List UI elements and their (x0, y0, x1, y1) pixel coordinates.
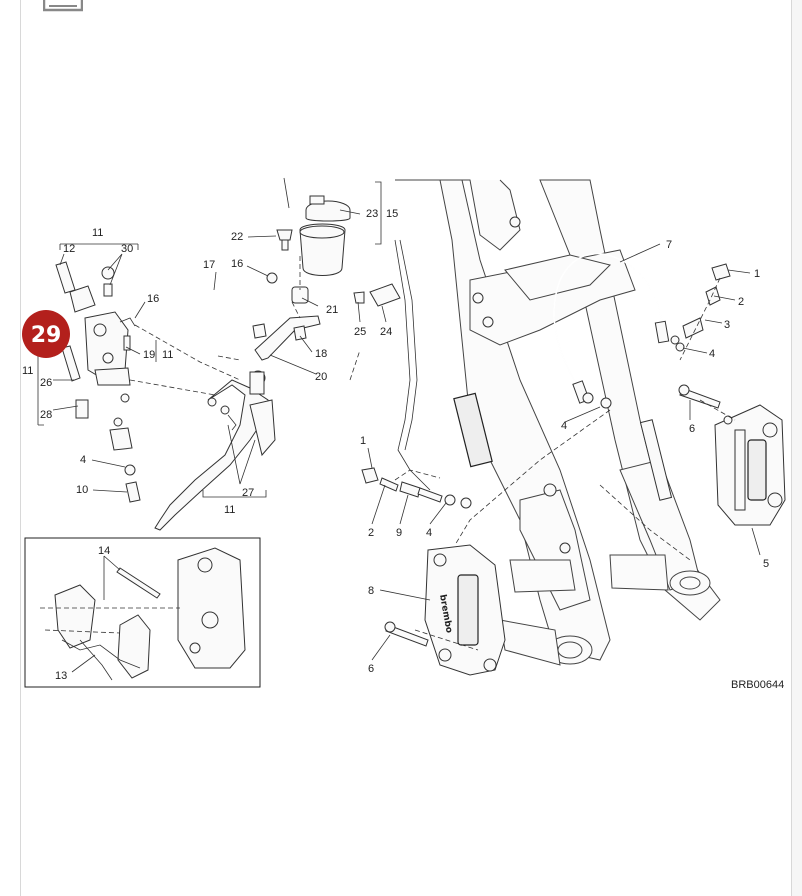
reservoir-assembly (205, 177, 401, 361)
callout-25: 25 (354, 326, 366, 338)
page-frame (20, 0, 792, 896)
callout-4: 4 (426, 527, 432, 539)
left-brake-caliper: brembo (361, 467, 506, 676)
callout-19: 19 (143, 349, 155, 361)
callout-16: 16 (147, 293, 159, 305)
callout-5: 5 (763, 558, 769, 570)
callout-22: 22 (231, 231, 243, 243)
right-brake-caliper (678, 263, 786, 526)
callout-11: 11 (92, 227, 103, 239)
callout-28: 28 (40, 409, 52, 421)
callout-10: 10 (76, 484, 88, 496)
callout-11: 11 (22, 365, 33, 377)
callout-11: 11 (224, 504, 235, 516)
badge-number: 29 (31, 323, 62, 348)
callout-27: 27 (242, 487, 254, 499)
master-cylinder-assembly (37, 243, 276, 531)
callout-8: 8 (368, 585, 374, 597)
callout-4: 4 (80, 454, 86, 466)
callout-6: 6 (368, 663, 374, 675)
badge-circle (22, 310, 70, 358)
callout-23: 23 (366, 208, 378, 220)
callout-3: 3 (724, 319, 730, 331)
callout-16: 16 (231, 258, 243, 270)
callout-20: 20 (315, 371, 327, 383)
callout-6: 6 (689, 423, 695, 435)
page-number-badge[interactable]: 29 (22, 310, 70, 358)
callout-numbers: 1 2 3 4 7 4 6 5 1 2 9 4 8 6 11 12 30 16 … (22, 208, 784, 691)
drawing-code: BRB00644 (731, 679, 784, 691)
callout-4: 4 (561, 420, 567, 432)
callout-9: 9 (396, 527, 402, 539)
callout-2: 2 (368, 527, 374, 539)
callout-leaders (52, 209, 761, 673)
front-fork-assembly (394, 179, 721, 666)
brake-pads-inset (24, 537, 261, 688)
callout-1: 1 (360, 435, 366, 447)
document-icon[interactable] (43, 0, 83, 12)
scroll-strip[interactable] (792, 0, 802, 896)
callout-4: 4 (709, 348, 715, 360)
callout-21: 21 (326, 304, 338, 316)
leader-lines (40, 256, 736, 651)
callout-11: 11 (162, 349, 173, 361)
callout-2: 2 (738, 296, 744, 308)
callout-30: 30 (121, 243, 133, 255)
callout-1: 1 (754, 268, 760, 280)
callout-14: 14 (98, 545, 110, 557)
callout-7: 7 (666, 239, 672, 251)
callout-17: 17 (203, 259, 215, 271)
callout-26: 26 (40, 377, 52, 389)
brake-hose-7 (553, 252, 685, 409)
callout-18: 18 (315, 348, 327, 360)
callout-15: 15 (386, 208, 398, 220)
callout-24: 24 (380, 326, 392, 338)
callout-12: 12 (63, 243, 75, 255)
callout-13: 13 (55, 670, 67, 682)
